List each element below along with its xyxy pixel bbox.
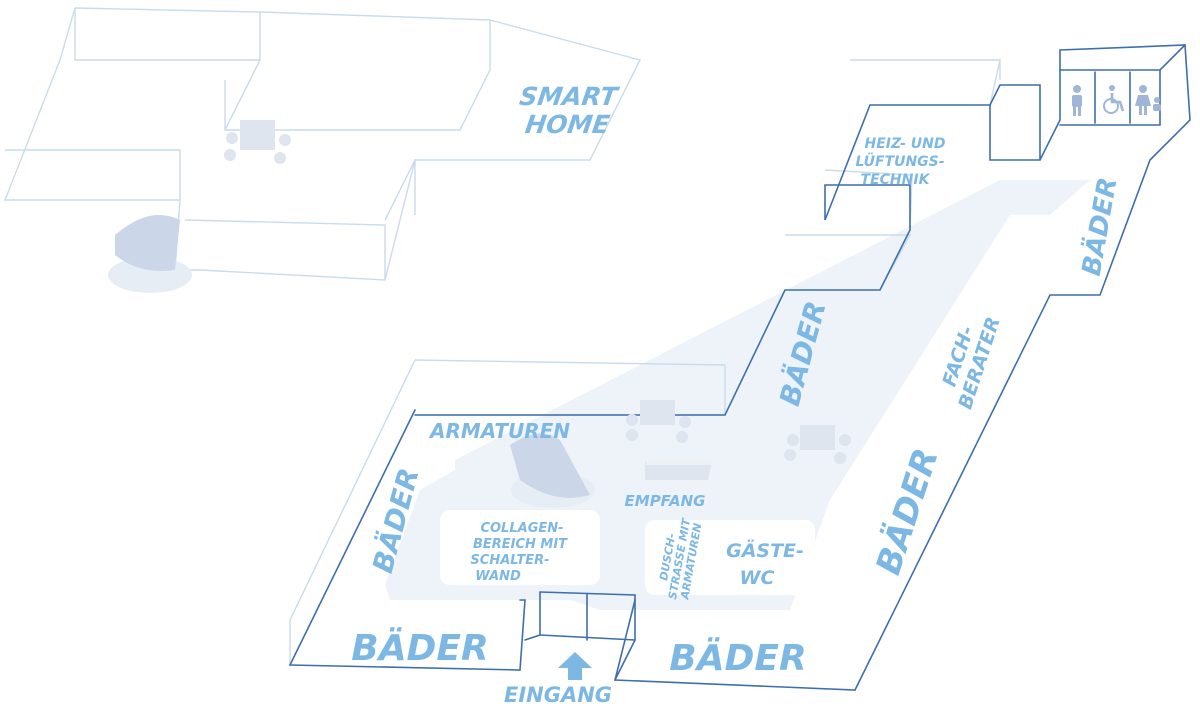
label-fachberater: FACH- BERATER — [938, 314, 1004, 412]
svg-text:HOME: HOME — [523, 110, 611, 139]
label-eingang: EINGANG — [504, 683, 612, 707]
label-baeder-right: BÄDER — [868, 443, 947, 579]
svg-text:LÜFTUNGS-: LÜFTUNGS- — [855, 152, 944, 170]
svg-text:COLLAGEN-: COLLAGEN- — [480, 521, 563, 536]
label-baeder-bottom-right: BÄDER — [669, 637, 807, 679]
spiral-staircase — [510, 433, 595, 508]
label-empfang: EMPFANG — [625, 492, 706, 510]
svg-text:SCHALTER-: SCHALTER- — [470, 553, 549, 568]
upper-floor — [3, 7, 642, 293]
svg-text:WAND: WAND — [475, 569, 521, 584]
table-upper — [224, 120, 291, 164]
label-duschstrasse: DUSCH- STRASSE MIT ARMATUREN — [657, 516, 704, 601]
label-armaturen: ARMATUREN — [428, 419, 570, 443]
wheelchair-toilet-icon — [1103, 85, 1125, 114]
label-baeder-top-right: BÄDER — [1075, 175, 1124, 278]
label-smart-home: SMART HOME — [518, 82, 621, 139]
label-heiz-lueftung: HEIZ- UND LÜFTUNGS- TECHNIK — [855, 136, 945, 188]
label-gaeste-wc: GÄSTE- WC — [726, 538, 804, 589]
family-toilet-icon — [1135, 85, 1161, 115]
svg-text:WC: WC — [740, 567, 775, 589]
label-collagen: COLLAGEN- BEREICH MIT SCHALTER- WAND — [470, 521, 568, 584]
svg-text:GÄSTE-: GÄSTE- — [726, 538, 804, 562]
svg-text:BEREICH MIT: BEREICH MIT — [473, 537, 568, 552]
man-toilet-icon — [1072, 85, 1082, 116]
ground-floor-walls — [289, 44, 1191, 691]
table-2 — [784, 425, 851, 464]
entrance-arrow-icon — [558, 652, 592, 680]
label-baeder-bottom-left: BÄDER — [351, 627, 489, 669]
spiral-staircase-upper — [108, 215, 192, 293]
svg-text:HEIZ- UND: HEIZ- UND — [864, 136, 945, 152]
svg-text:SMART: SMART — [518, 82, 621, 111]
reception-desk — [645, 458, 712, 480]
table-1 — [626, 400, 691, 443]
svg-text:TECHNIK: TECHNIK — [861, 172, 931, 188]
